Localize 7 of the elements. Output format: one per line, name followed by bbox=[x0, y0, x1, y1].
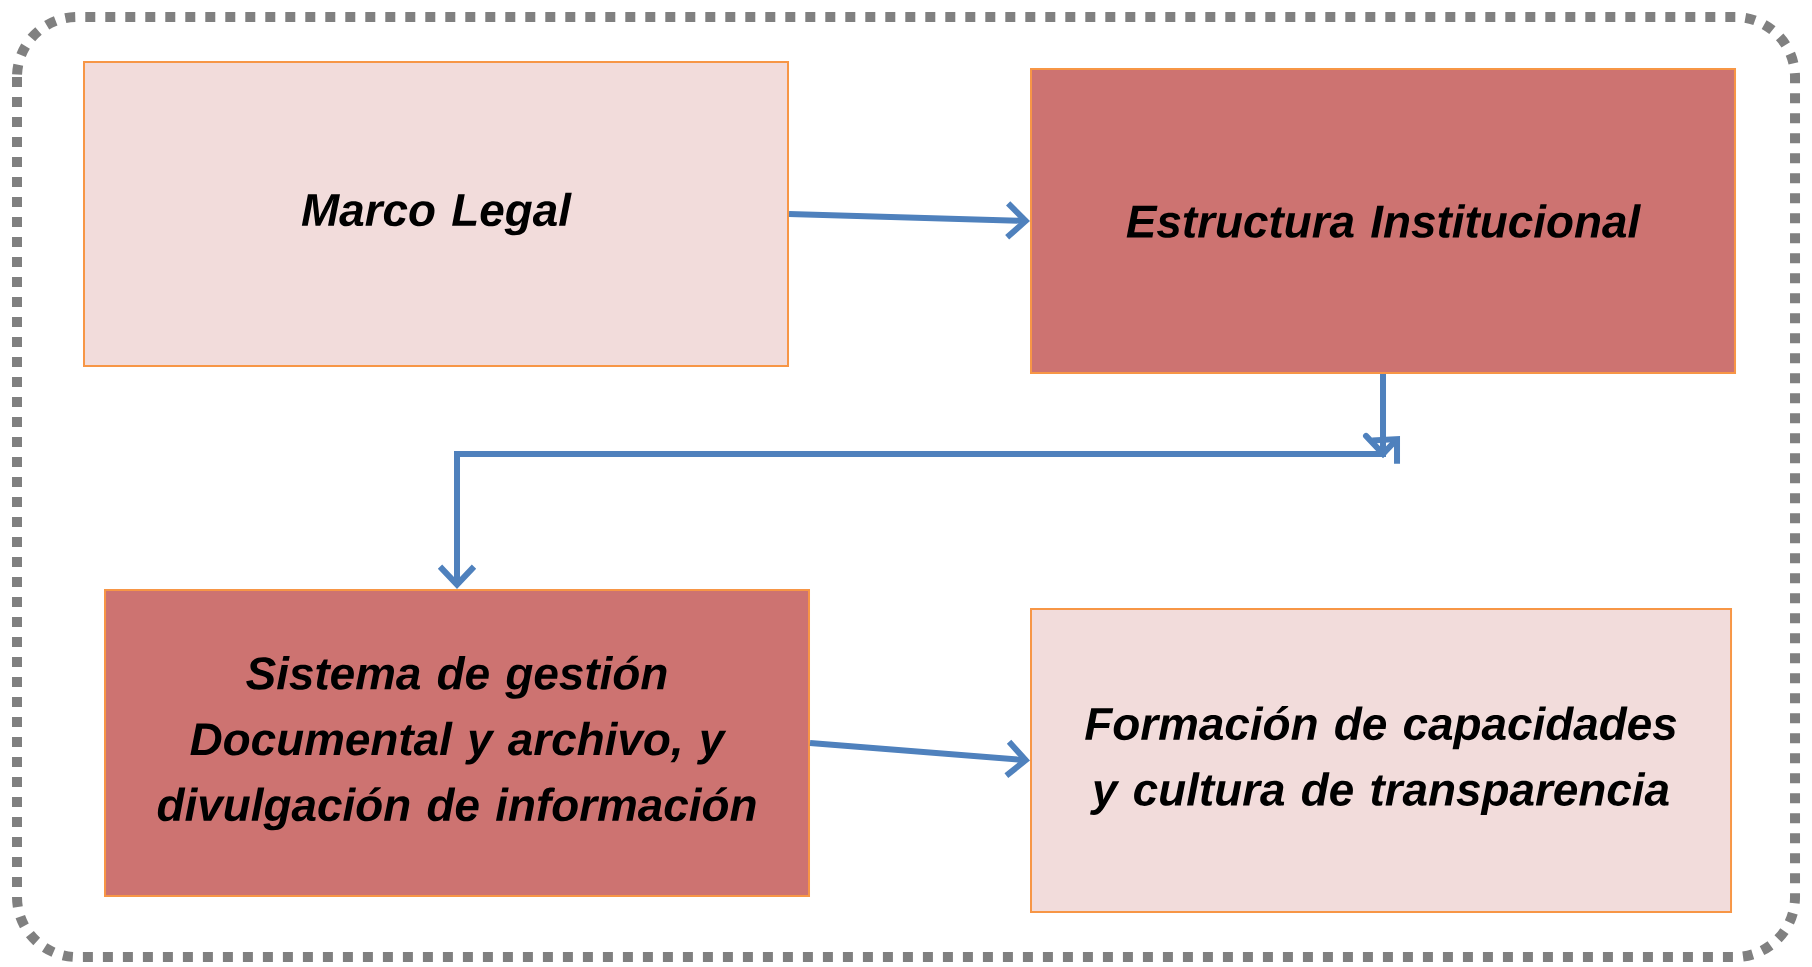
arrow bbox=[809, 739, 1030, 779]
text-box: Estructura Institucional bbox=[1030, 68, 1737, 374]
arrow bbox=[788, 201, 1030, 240]
arrow bbox=[437, 374, 1400, 589]
text-box: Sistema de gestión Documental y archivo, y divulgación de información bbox=[104, 589, 810, 897]
text-box: Marco Legal bbox=[83, 61, 789, 367]
text-box: Formación de capacidades y cultura de transparencia bbox=[1030, 608, 1733, 913]
